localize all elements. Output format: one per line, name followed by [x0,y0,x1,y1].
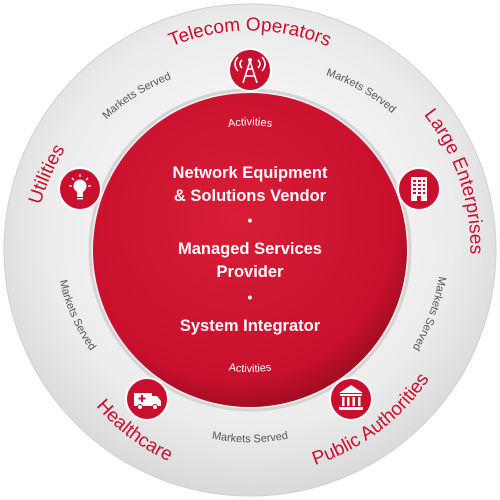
activity-2-line-2: Provider [217,263,285,281]
government-building-icon [329,377,373,421]
light-bulb-icon [58,167,102,211]
ambulance-icon [125,377,169,421]
activities-label-bottom: Activities [228,361,273,375]
activity-1-line-1: Network Equipment [173,164,328,182]
bullet-separator: • [248,289,253,305]
activity-2-line-1: Managed Services [178,240,322,258]
office-building-icon [397,167,441,211]
activity-3-line-1: System Integrator [180,317,321,335]
bullet-separator: • [248,212,253,228]
activity-1-line-2: & Solutions Vendor [174,187,327,205]
center-disc [93,93,407,407]
activities-label-top: Activities [227,116,273,130]
cell-tower-icon [228,48,272,92]
markets-served-label: Markets Served [211,430,289,446]
